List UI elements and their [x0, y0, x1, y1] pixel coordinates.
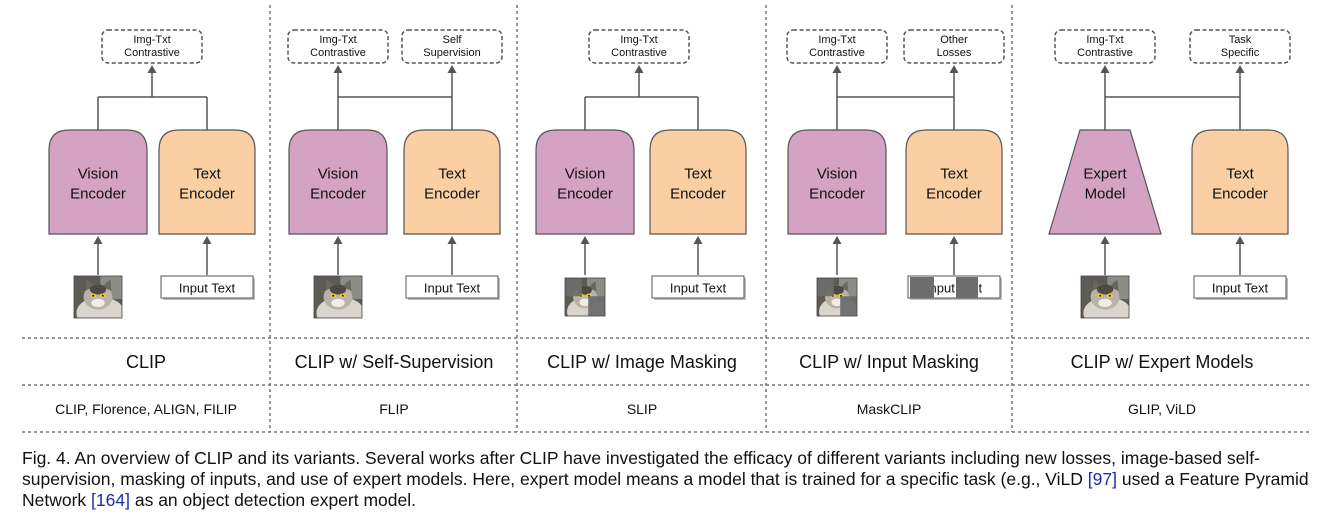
loss-box-img-txt — [287, 29, 389, 64]
method-list: GLIP, ViLD — [1128, 401, 1196, 417]
arrowhead — [333, 236, 343, 244]
loss-box-img-txt — [588, 29, 690, 64]
vision-encoder-block — [535, 129, 635, 235]
loss-box-extra — [903, 29, 1005, 64]
arrowhead — [333, 65, 343, 73]
citation-164[interactable]: [164] — [91, 490, 130, 510]
input-text-box — [160, 275, 254, 299]
arrowhead — [949, 65, 959, 73]
arrowhead — [147, 65, 157, 73]
variant-name: CLIP w/ Image Masking — [547, 352, 737, 372]
arrowhead — [447, 65, 457, 73]
variant-name: CLIP w/ Self-Supervision — [295, 352, 494, 372]
method-list: MaskCLIP — [857, 401, 922, 417]
arrowhead — [93, 236, 103, 244]
loss-box-extra — [1189, 29, 1291, 64]
variant-name: CLIP w/ Expert Models — [1071, 352, 1254, 372]
loss-box-img-txt — [101, 29, 203, 64]
input-image — [564, 277, 606, 317]
input-text-label: Input Text — [670, 281, 727, 296]
image-mask-patches — [565, 278, 605, 316]
input-text-box — [1193, 275, 1287, 299]
variant-name: CLIP — [126, 352, 166, 372]
text-mask-patches — [910, 277, 978, 298]
method-list: FLIP — [379, 401, 409, 417]
input-image — [1080, 275, 1130, 319]
arrowhead — [832, 65, 842, 73]
arrowhead — [1100, 236, 1110, 244]
loss-box-img-txt — [1054, 29, 1156, 64]
input-image — [313, 275, 363, 319]
input-image — [816, 277, 858, 317]
input-text-box — [651, 275, 745, 299]
loss-box-img-txt — [786, 29, 888, 64]
expert-model-block — [1048, 129, 1162, 235]
caption-text-2: used a Feature Pyramid Network — [22, 469, 1309, 510]
arrowhead — [580, 236, 590, 244]
text-encoder-block — [649, 129, 747, 235]
text-encoder-block — [403, 129, 501, 235]
arrowhead — [447, 236, 457, 244]
vision-encoder-block — [288, 129, 388, 235]
input-text-label: Input Text — [424, 281, 481, 296]
arrowhead — [202, 236, 212, 244]
text-encoder-block — [905, 129, 1003, 235]
citation-97[interactable]: [97] — [1087, 469, 1117, 489]
panel-dividers — [22, 5, 1310, 433]
input-image — [73, 275, 123, 319]
arrowhead — [634, 65, 644, 73]
caption-text-3: as an object detection expert model. — [129, 490, 416, 510]
input-text-box — [405, 275, 499, 299]
input-text-label: Input Text — [179, 281, 236, 296]
arrowhead — [1100, 65, 1110, 73]
loss-box-extra — [401, 29, 503, 64]
image-mask-patches — [817, 278, 857, 316]
vision-encoder-block — [787, 129, 887, 235]
figure-caption: Fig. 4. An overview of CLIP and its vari… — [22, 448, 1312, 511]
arrowhead — [949, 236, 959, 244]
arrowhead — [1235, 65, 1245, 73]
text-encoder-block — [1191, 129, 1289, 235]
text-encoder-block — [158, 129, 256, 235]
arrowhead — [1235, 236, 1245, 244]
method-list: SLIP — [627, 401, 657, 417]
vision-encoder-block — [48, 129, 148, 235]
method-list: CLIP, Florence, ALIGN, FILIP — [55, 401, 237, 417]
arrowhead — [693, 236, 703, 244]
input-text-label: Input Text — [1212, 281, 1269, 296]
variant-name: CLIP w/ Input Masking — [799, 352, 979, 372]
caption-text-1: Fig. 4. An overview of CLIP and its vari… — [22, 448, 1260, 489]
arrowhead — [832, 236, 842, 244]
